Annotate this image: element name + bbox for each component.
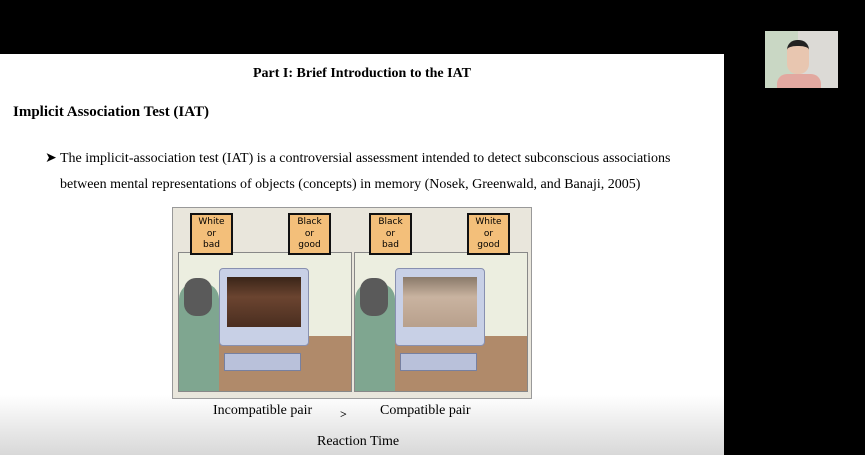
bullet-line-2: between mental representations of object… [60,177,641,192]
presentation-slide: Part I: Brief Introduction to the IAT Im… [0,54,724,455]
webcam-thumbnail[interactable] [765,31,838,88]
black-face-image [227,277,301,327]
compatible-label: Compatible pair [380,403,471,418]
keyboard-illustration [224,353,301,371]
greater-than-sign: > [340,407,347,421]
white-face-image [403,277,477,327]
monitor-illustration [219,268,309,346]
arrow-bullet-icon: ➤ [45,151,57,166]
compatible-panel [354,252,528,392]
keyboard-illustration [400,353,477,371]
monitor-illustration [395,268,485,346]
bullet-line-1: The implicit-association test (IAT) is a… [60,151,671,166]
bullet-point: ➤ The implicit-association test (IAT) is… [45,146,695,198]
presenter-video [787,40,809,74]
incompatible-panel [178,252,352,392]
section-heading: Implicit Association Test (IAT) [13,104,209,120]
reaction-time-label: Reaction Time [317,434,400,449]
slide-title: Part I: Brief Introduction to the IAT [252,66,472,81]
incompatible-label: Incompatible pair [213,403,313,418]
